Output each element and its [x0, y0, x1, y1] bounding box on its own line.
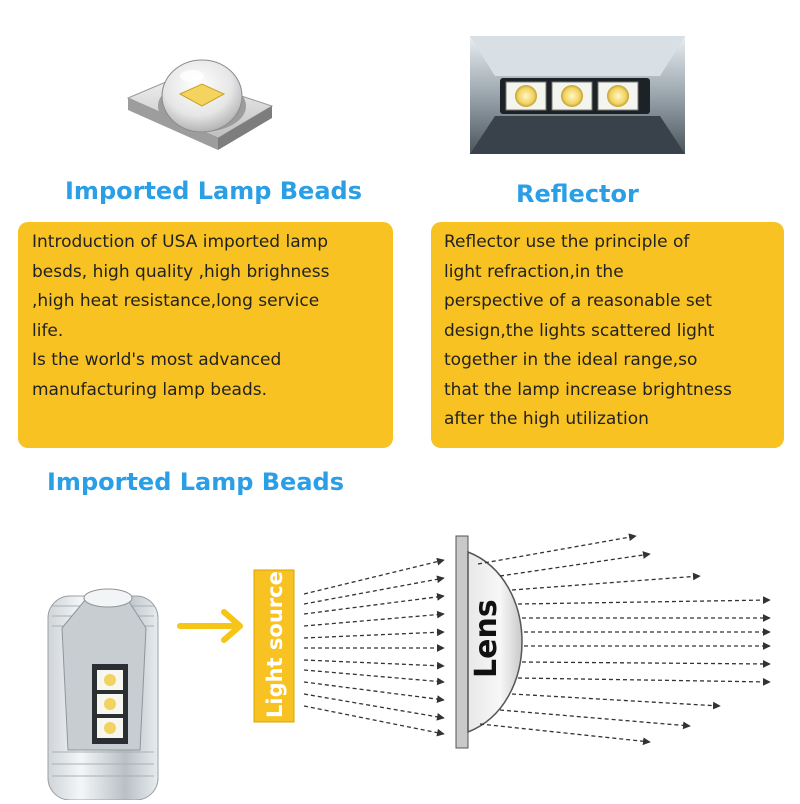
arrow-right-icon	[177, 609, 243, 643]
text-line: ,high heat resistance,long service	[32, 291, 320, 311]
text-line: perspective of a reasonable set	[444, 291, 712, 311]
left-heading: Imported Lamp Beads	[65, 177, 362, 205]
incoming-rays	[303, 557, 445, 737]
text-line: light refraction,in the	[444, 261, 624, 282]
lens-label: Lens	[469, 599, 504, 678]
optics-diagram: Light source Lens	[0, 520, 800, 801]
text-line: manufacturing lamp beads.	[32, 379, 268, 400]
text-line: Introduction of USA imported lamp	[32, 232, 328, 252]
right-heading: Reflector	[516, 180, 639, 208]
light-source-box	[253, 569, 295, 723]
bottom-heading: Imported Lamp Beads	[47, 468, 344, 496]
text-line: life.	[32, 320, 64, 341]
led-bulb-image	[47, 588, 159, 801]
text-line: besds, high quality ,high brighness	[32, 261, 330, 282]
text-line: Reflector use the principle of	[444, 232, 690, 252]
text-line: after the high utilization	[444, 409, 649, 429]
light-source-label: Light source	[263, 571, 287, 718]
text-line: design,the lights scattered light	[444, 320, 715, 341]
reflector-description-card: Reflector use the principle of light ref…	[431, 222, 784, 448]
text-line: together in the ideal range,so	[444, 350, 698, 370]
outgoing-rays	[477, 533, 771, 746]
led-chip-image	[120, 36, 280, 156]
text-line: that the lamp increase brightness	[444, 379, 732, 400]
lens	[455, 535, 523, 749]
lamp-beads-description-card: Introduction of USA imported lamp besds,…	[18, 222, 393, 448]
reflector-image	[470, 36, 685, 154]
text-line: Is the world's most advanced	[32, 350, 282, 370]
